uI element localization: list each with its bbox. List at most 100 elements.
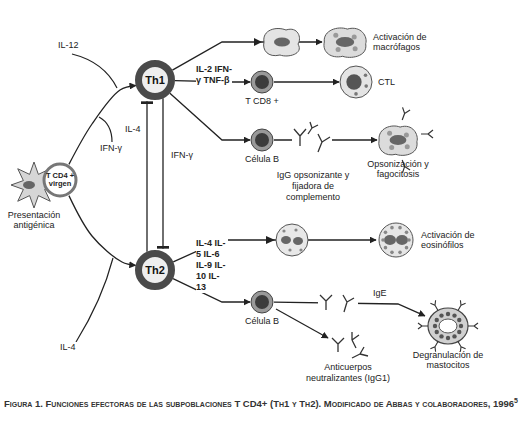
lymphocyte xyxy=(251,129,273,151)
cell-nucleus xyxy=(390,135,407,145)
cell-nucleus xyxy=(396,235,408,245)
figure-caption: Figura 1. Funciones efectoras de las sub… xyxy=(4,394,527,410)
bound-ige xyxy=(468,323,478,329)
granule xyxy=(390,226,394,230)
granule xyxy=(433,324,437,328)
granule xyxy=(435,318,439,322)
lymphocyte xyxy=(251,291,273,313)
arrow-line xyxy=(274,81,339,82)
cell-shape xyxy=(339,65,373,99)
granule xyxy=(364,73,368,77)
cell-label: T CD8 + xyxy=(240,96,284,106)
antibody-symbols xyxy=(292,122,332,156)
arrow-line xyxy=(69,196,136,266)
cell-shape xyxy=(322,25,368,59)
cell-nucleus xyxy=(439,319,457,333)
granule xyxy=(398,226,402,230)
cell-node: T CD8 + xyxy=(250,70,274,94)
vacuole xyxy=(352,34,357,39)
granule xyxy=(452,313,456,317)
macrophage xyxy=(379,126,418,155)
bound-antibody xyxy=(398,107,410,121)
cell-node: CTL xyxy=(339,65,373,99)
cell-nucleus xyxy=(255,133,269,147)
cytokine-label: IL-2 IFN-γ TNF-β xyxy=(196,64,232,86)
cell-node: Célula B xyxy=(250,128,274,152)
inhibition-line xyxy=(162,98,163,248)
cell-label: Célula B xyxy=(237,316,287,326)
granule xyxy=(446,312,450,316)
cell-node: Degranulación de mastocitos xyxy=(422,304,474,348)
granule xyxy=(381,238,385,242)
macrophage-figure xyxy=(254,29,300,56)
helper-cell-node: Th1 xyxy=(135,60,175,100)
granule xyxy=(405,231,409,235)
granule xyxy=(384,246,388,250)
antibody-label: Anticuerpos neutralizantes (IgG1) xyxy=(300,362,396,384)
arrow-line xyxy=(170,93,250,140)
cell-shape xyxy=(250,290,274,314)
arrow-line xyxy=(172,42,322,70)
cytokine-label: IL-12 xyxy=(58,40,88,51)
input-line xyxy=(72,54,117,88)
cell-shape xyxy=(376,222,416,258)
bound-ige xyxy=(430,300,440,312)
granule xyxy=(390,251,394,255)
edge-label: IFN-γ xyxy=(170,150,194,160)
inhibition-line xyxy=(146,101,147,251)
antibody-symbols xyxy=(332,332,368,358)
input-line xyxy=(99,117,112,142)
mast-cell xyxy=(428,308,468,344)
cytokine-label: IFN-γ xyxy=(100,143,134,154)
granule xyxy=(398,251,402,255)
cell-label: CTL xyxy=(378,77,408,87)
cell-label: T CD4 + virgen xyxy=(42,162,78,198)
antibody-label: IgG opsonizante y fijadora de complement… xyxy=(268,170,358,203)
vacuole xyxy=(333,33,338,38)
eosinophil xyxy=(379,223,413,257)
cell-node: Activación de macrófagos xyxy=(322,25,368,59)
edge-label: IgE xyxy=(372,288,388,298)
cell-nucleus xyxy=(384,235,396,245)
cell-nucleus xyxy=(255,75,269,89)
cell-shape xyxy=(250,128,274,152)
granule xyxy=(446,336,450,340)
cell-nucleus xyxy=(255,295,269,309)
vacuole xyxy=(405,144,410,149)
antibody-symbols xyxy=(318,290,358,316)
granule xyxy=(439,334,443,338)
granule xyxy=(354,92,358,96)
cell-node: Célula B xyxy=(250,290,274,314)
granule xyxy=(452,334,456,338)
cytokine-label: IL-4 xyxy=(60,342,84,353)
cell-nucleus xyxy=(23,181,35,189)
cytokine-label: IL-4 IL-5 IL-6 IL-9 IL-10 IL-13 xyxy=(196,238,228,293)
cell-shape xyxy=(422,304,474,348)
cell-shape xyxy=(377,123,419,157)
eosinophil-figure xyxy=(266,224,308,256)
vacuole xyxy=(353,46,358,51)
caption-text: Figura 1. Funciones efectoras de las sub… xyxy=(4,398,514,409)
edge-label: IL-4 xyxy=(124,124,142,134)
granule xyxy=(384,231,388,235)
vacuole xyxy=(404,132,409,137)
cell-nucleus xyxy=(336,37,354,47)
granule xyxy=(457,330,461,334)
helper-cell-node: Th2 xyxy=(135,250,175,290)
macrophage xyxy=(324,28,366,57)
cell-node: Activación de eosinófilos xyxy=(376,222,416,258)
vacuole xyxy=(387,131,392,136)
vacuole xyxy=(389,145,394,150)
cytotoxic-cell xyxy=(340,66,372,98)
granule xyxy=(457,318,461,322)
cell-nucleus xyxy=(346,74,361,89)
cell-label: Célula B xyxy=(237,154,287,164)
bound-antibody xyxy=(421,130,433,138)
granule xyxy=(407,238,411,242)
cell-label: Activación de macrófagos xyxy=(373,32,451,52)
bound-ige xyxy=(430,340,440,352)
bound-ige xyxy=(455,300,465,312)
cell-label: Activación de eosinófilos xyxy=(421,230,501,250)
cell-label: Presentación antigénica xyxy=(1,210,67,230)
